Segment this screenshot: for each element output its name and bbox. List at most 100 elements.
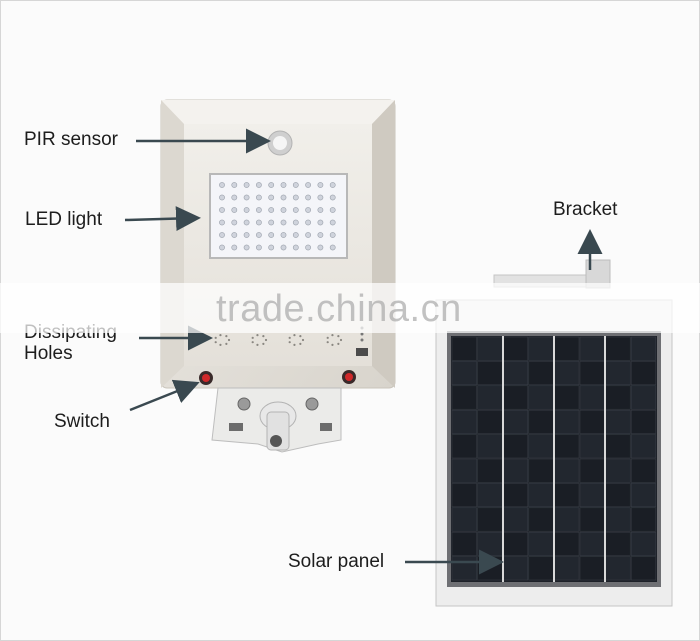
bracket-label: Bracket xyxy=(553,199,618,220)
solar-cell xyxy=(579,361,605,386)
heat-hole xyxy=(264,338,268,342)
solar-cell xyxy=(451,409,477,434)
led-chip xyxy=(255,219,262,226)
heat-hole xyxy=(326,336,329,339)
solar-cell xyxy=(477,409,503,434)
led-chip xyxy=(231,182,238,188)
solar-cell xyxy=(502,409,529,434)
led-chip xyxy=(292,232,299,238)
solar-cell xyxy=(579,385,605,410)
solar-cell xyxy=(630,507,657,532)
solar-cell xyxy=(554,409,580,434)
solar-cell xyxy=(528,434,554,459)
led-chip xyxy=(292,182,299,188)
heat-hole xyxy=(214,341,217,344)
solar-cell xyxy=(605,361,631,386)
heat-hole xyxy=(214,336,217,339)
solar-cell xyxy=(502,434,529,459)
heat-hole xyxy=(288,336,291,339)
solar-cell xyxy=(502,507,529,532)
led-chip xyxy=(292,207,299,213)
heat-hole xyxy=(227,338,231,342)
switch-label: Switch xyxy=(54,411,110,432)
led-chip xyxy=(255,182,262,188)
heat-hole xyxy=(225,334,228,338)
led-chip xyxy=(317,244,324,251)
lamp-bracket xyxy=(211,387,342,453)
solar-cell xyxy=(605,385,631,410)
led-chip xyxy=(280,219,287,226)
led-chip xyxy=(329,182,336,188)
switch-right xyxy=(342,370,356,384)
led-chip xyxy=(305,219,311,226)
solar-cell xyxy=(451,531,477,556)
solar-cell xyxy=(528,361,554,386)
led-chip xyxy=(231,219,238,226)
arrow-switch xyxy=(129,379,200,412)
solar-cell xyxy=(502,361,529,386)
solar-cell xyxy=(579,507,605,532)
solar-panel-label: Solar panel xyxy=(288,551,385,572)
led-chip xyxy=(268,219,275,226)
solar-cell xyxy=(451,483,477,508)
heat-hole xyxy=(331,334,334,337)
solar-cell xyxy=(451,385,477,410)
led-chip xyxy=(243,219,250,226)
heat-hole xyxy=(293,343,296,346)
solar-cell xyxy=(451,361,477,386)
switch-left xyxy=(199,371,213,385)
solar-cell xyxy=(554,458,580,483)
led-chip xyxy=(292,244,299,251)
led-chip xyxy=(268,182,275,188)
solar-cell xyxy=(477,507,503,532)
solar-cell xyxy=(579,336,605,361)
heat-hole xyxy=(299,334,302,338)
watermark-band xyxy=(0,283,700,333)
solar-cell xyxy=(477,458,503,483)
solar-cell xyxy=(451,507,477,532)
solar-cell xyxy=(605,556,631,581)
solar-panel xyxy=(435,299,673,607)
pir-sensor-label: PIR sensor xyxy=(24,129,118,150)
heat-hole xyxy=(299,342,302,346)
led-chip xyxy=(305,244,311,251)
solar-cell xyxy=(477,336,503,361)
solar-cell xyxy=(605,483,631,508)
heat-hole xyxy=(331,343,334,346)
led-chip xyxy=(231,194,238,201)
led-chip xyxy=(219,194,225,201)
solar-cell xyxy=(630,531,657,556)
solar-cell xyxy=(477,531,503,556)
solar-cell xyxy=(502,531,529,556)
heat-hole xyxy=(301,338,305,342)
solar-cell xyxy=(630,556,657,581)
led-chip xyxy=(255,244,262,251)
solar-cell xyxy=(502,556,529,581)
heat-hole xyxy=(326,341,329,344)
solar-cell xyxy=(605,507,631,532)
led-chip xyxy=(231,207,238,213)
callout-arrows xyxy=(124,128,603,575)
solar-cell xyxy=(554,556,580,581)
solar-cell xyxy=(451,458,477,483)
led-chip xyxy=(255,232,262,238)
solar-cell xyxy=(554,531,580,556)
solar-cell xyxy=(477,483,503,508)
heat-hole xyxy=(219,334,222,337)
solar-cell xyxy=(630,483,657,508)
led-chip xyxy=(305,232,311,238)
solar-cell xyxy=(579,409,605,434)
led-chip xyxy=(219,219,225,226)
solar-cell xyxy=(554,336,580,361)
solar-cell xyxy=(528,409,554,434)
led-chip xyxy=(329,219,336,226)
solar-cell xyxy=(630,336,657,361)
solar-cell xyxy=(605,434,631,459)
solar-cell xyxy=(528,336,554,361)
heat-hole xyxy=(219,343,222,346)
led-chip xyxy=(305,207,311,213)
solar-cell xyxy=(477,556,503,581)
solar-cell xyxy=(579,556,605,581)
solar-cell xyxy=(630,385,657,410)
solar-cell xyxy=(528,385,554,410)
